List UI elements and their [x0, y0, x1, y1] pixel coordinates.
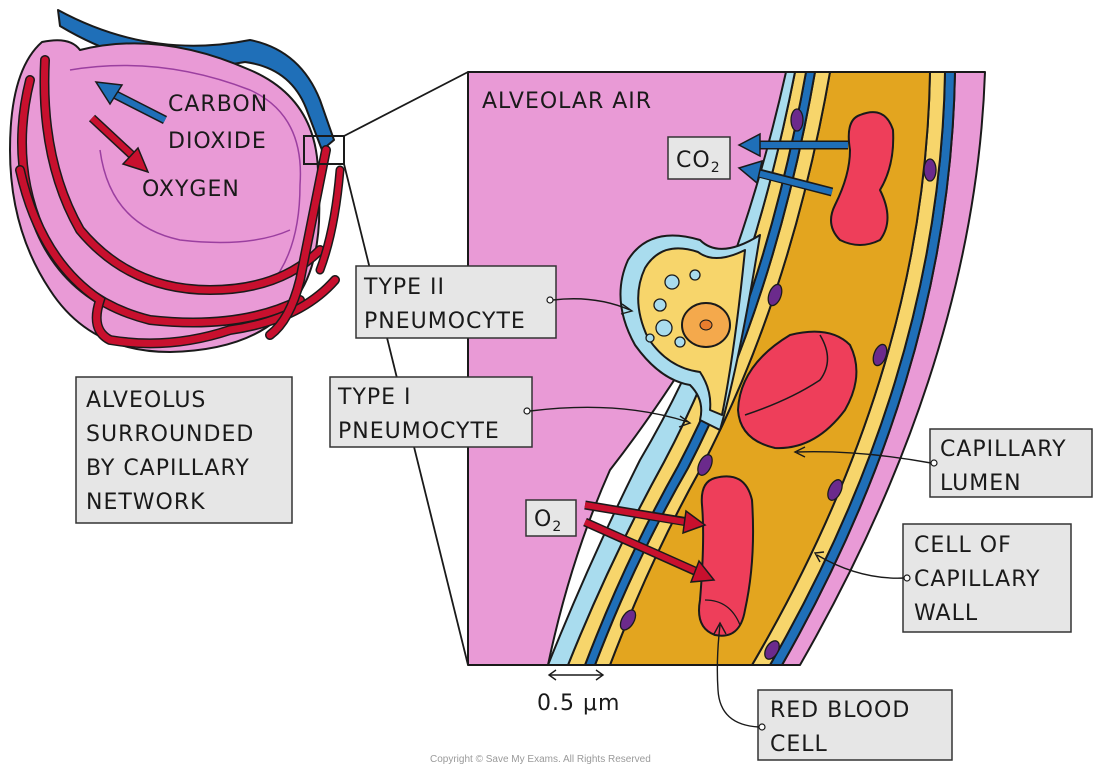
- zoom-region-box: [303, 135, 345, 165]
- red-blood-cell-1: [830, 111, 895, 246]
- type2-pneumocyte-callout: TYPE II PNEUMOCYTE: [355, 265, 634, 339]
- type1-pneumocyte-callout: TYPE I PNEUMOCYTE: [329, 376, 692, 448]
- lamellar-bodies: [645, 269, 701, 348]
- capillary-wall-cell-callout: CELL OF CAPILLARY WALL: [813, 523, 1072, 633]
- rbc-label-2: CELL: [770, 732, 828, 757]
- capillary-network: [15, 55, 345, 349]
- carbon-dioxide-label-2: DIOXIDE: [168, 129, 267, 154]
- magnified-view: ALVEOLAR AIR CO2 O2: [467, 71, 986, 666]
- carbon-dioxide-label-1: CARBON: [168, 92, 268, 117]
- alveolus-arrows: [88, 81, 168, 174]
- alveolus-caption-box: ALVEOLUS SURROUNDED BY CAPILLARY NETWORK: [75, 376, 293, 524]
- alveolar-air-label: ALVEOLAR AIR: [482, 89, 652, 114]
- svg-text:O2: O2: [534, 507, 562, 535]
- co2-label: CO: [676, 148, 711, 173]
- capillary-wall-label-2: CAPILLARY: [914, 567, 1041, 592]
- alveolus-caption-3: BY CAPILLARY: [86, 456, 250, 481]
- type2-pneumocyte-cell: [619, 234, 761, 431]
- alveolus-caption-1: ALVEOLUS: [86, 388, 206, 413]
- alveolus-overview: CARBON DIOXIDE OXYGEN: [9, 9, 345, 353]
- capillary-lumen-callout: CAPILLARY LUMEN: [793, 428, 1093, 498]
- o2-arrows: [583, 500, 716, 583]
- scale-bar-label: 0.5 μm: [537, 691, 620, 716]
- type1-label-2: PNEUMOCYTE: [338, 419, 500, 444]
- alveolus-caption-4: NETWORK: [86, 490, 206, 515]
- type1-label-1: TYPE I: [337, 385, 412, 410]
- capillary-wall-label-3: WALL: [914, 601, 978, 626]
- zoom-line-top: [343, 71, 469, 137]
- red-blood-cell-3: [698, 475, 755, 637]
- co2-subscript: 2: [711, 160, 721, 176]
- capillary-wall-label-1: CELL OF: [914, 533, 1012, 558]
- red-blood-cell-callout: RED BLOOD CELL: [713, 621, 953, 761]
- scale-bar: 0.5 μm: [537, 669, 620, 716]
- type2-label-2: PNEUMOCYTE: [364, 309, 526, 334]
- capillary-lumen-label-1: CAPILLARY: [940, 437, 1067, 462]
- capillary-lumen-label-2: LUMEN: [940, 471, 1022, 496]
- co2-label-box: CO2: [667, 136, 731, 180]
- capillary-cell-nuclei: [619, 108, 937, 660]
- rbc-label-1: RED BLOOD: [770, 698, 910, 723]
- oxygen-label: OXYGEN: [142, 177, 240, 202]
- svg-text:CO2: CO2: [676, 148, 721, 176]
- o2-subscript: 2: [552, 519, 562, 535]
- type2-label-1: TYPE II: [363, 275, 445, 300]
- red-blood-cells: [698, 111, 895, 637]
- o2-label-box: O2: [525, 499, 577, 537]
- copyright-text: Copyright © Save My Exams. All Rights Re…: [430, 754, 651, 765]
- o2-label: O: [534, 507, 552, 532]
- co2-arrows: [737, 132, 848, 197]
- alveolus-caption-2: SURROUNDED: [86, 422, 254, 447]
